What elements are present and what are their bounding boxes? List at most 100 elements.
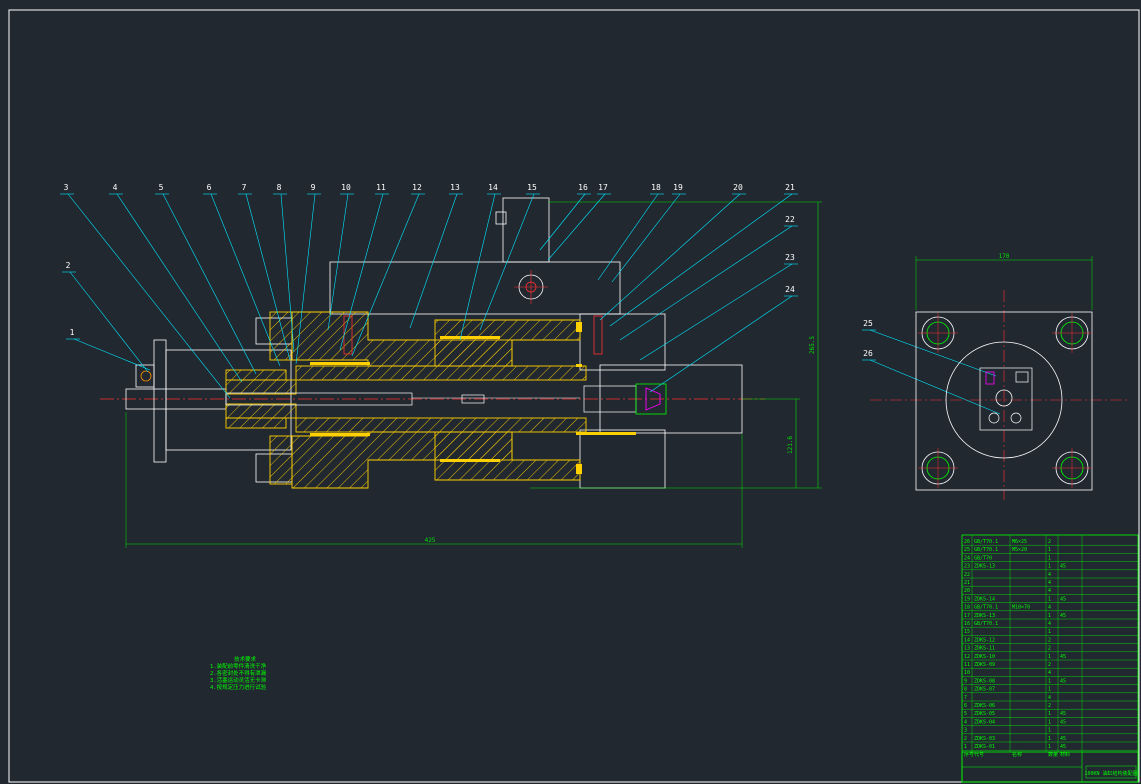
bom-cell: 7 [964,695,967,701]
leader-line [619,225,793,341]
bom-cell: 1 [1048,564,1051,570]
bom-cell: ZDKS-01 [974,744,995,750]
bom-cell: 24 [964,555,970,561]
bom-cell: 1 [1048,719,1051,725]
part-number-label: 21 [785,183,795,192]
part-number-label: 8 [277,183,282,192]
part-number-label: 25 [863,319,873,328]
tech-notes: 技术要求 1.装配前零件清洗干净 2.各密封处不得有泄漏 3.活塞运动灵活无卡滞… [210,655,267,691]
leader-line [339,193,384,351]
bom-cell: 45 [1060,744,1066,750]
leader-line [479,193,535,331]
bom-cell: 4 [1048,670,1051,676]
bom-cell: ZDKS-08 [974,678,995,684]
bom-cell: 2 [1048,637,1051,643]
bom-cell: ZDKS-11 [974,646,995,652]
part-number-label: 12 [412,183,422,192]
part-number-label: 9 [311,183,316,192]
bom-cell: ZDKS-09 [974,662,995,668]
bom-cell: 22 [964,572,970,578]
bom-cell: 45 [1060,613,1066,619]
part-number-label: 20 [733,183,743,192]
bom-cell: 1 [1048,711,1051,717]
bom-cell: 45 [1060,736,1066,742]
bom-cell: ZDKS-14 [974,596,995,602]
part-number-label: 13 [450,183,460,192]
bom-cell: ZDKS-03 [974,736,995,742]
bom-cell: 1 [1048,687,1051,693]
bom-cell: 17 [964,613,970,619]
bom-header-cell: 数量 [1048,751,1058,758]
title-block-name: 100KN 油缸结构装配图 [1084,770,1137,777]
bom-cell: 11 [964,662,970,668]
part-number-label: 19 [673,183,683,192]
bom-cell: 1 [1048,596,1051,602]
part-number-label: 10 [341,183,351,192]
bom-cell: 45 [1060,654,1066,660]
bom-cell: 2 [1048,539,1051,545]
leader-line [639,263,793,361]
bom-cell: 21 [964,580,970,586]
part-number-label: 2 [66,261,71,270]
bom-cell: ZDKS-12 [974,637,995,643]
bom-cell: 9 [964,678,967,684]
part-number-label: 26 [863,349,873,358]
dim-offset: 121.6 [787,436,794,454]
part-number-label: 4 [113,183,118,192]
leader-line [599,193,741,321]
bom-cell: 25 [964,547,970,553]
bom-cell: ZDKS-07 [974,687,995,693]
leader-line [869,359,1001,415]
bom-cell: 4 [1048,605,1051,611]
bom-cell: 10 [964,670,970,676]
part-number-label: 6 [207,183,212,192]
part-number-label: 11 [376,183,386,192]
bom-cell: 6 [964,703,967,709]
part-number-label: 24 [785,285,795,294]
tech-note-line: 2.各密封处不得有泄漏 [210,669,267,677]
bom-cell: 45 [1060,678,1066,684]
bom-cell: 1 [964,744,967,750]
bom-cell: ZDKS-13 [974,564,995,570]
bom-header-cell: 代号 [974,751,984,758]
bom-cell: 1 [1048,736,1051,742]
leader-line [459,193,496,341]
leader-line [409,193,458,329]
bom-cell: 1 [1048,744,1051,750]
part-number-label: 5 [159,183,164,192]
bom-header-cell: 名称 [1012,751,1022,758]
bom-cell: 1 [1048,678,1051,684]
part-number-label: 1 [70,328,75,337]
bom-cell: 14 [964,637,970,643]
bom-cell: ZDKS-05 [974,711,995,717]
part-number-label: 7 [242,183,247,192]
leader-line [547,193,606,261]
leader-line [69,271,149,373]
part-number-label: 18 [651,183,661,192]
bom-cell: 4 [1048,580,1051,586]
leader-line [73,338,151,371]
bom-cell: 15 [964,629,970,635]
bom-cell: 1 [1048,613,1051,619]
leader-line [67,193,231,399]
bom-cell: ZDKS-13 [974,613,995,619]
leader-line [116,193,243,383]
bom-cell: 45 [1060,711,1066,717]
bom-cell: ZDKS-06 [974,703,995,709]
leader-line [351,193,420,357]
bom-cell: 1 [1048,555,1051,561]
bom-cell: 16 [964,621,970,627]
part-number-label: 17 [598,183,608,192]
dim-height: 265.5 [809,336,816,354]
bom-cell: 19 [964,596,970,602]
bom-cell: GB/T70.1 [974,621,998,627]
part-number-label: 3 [64,183,69,192]
tech-note-line: 4.按规定压力进行试验 [210,683,267,691]
bom-cell: 45 [1060,719,1066,725]
bom-cell: 4 [1048,588,1051,594]
part-number-label: 22 [785,215,795,224]
tech-note-line: 1.装配前零件清洗干净 [210,662,267,670]
bom-cell: M6×25 [1012,539,1027,545]
